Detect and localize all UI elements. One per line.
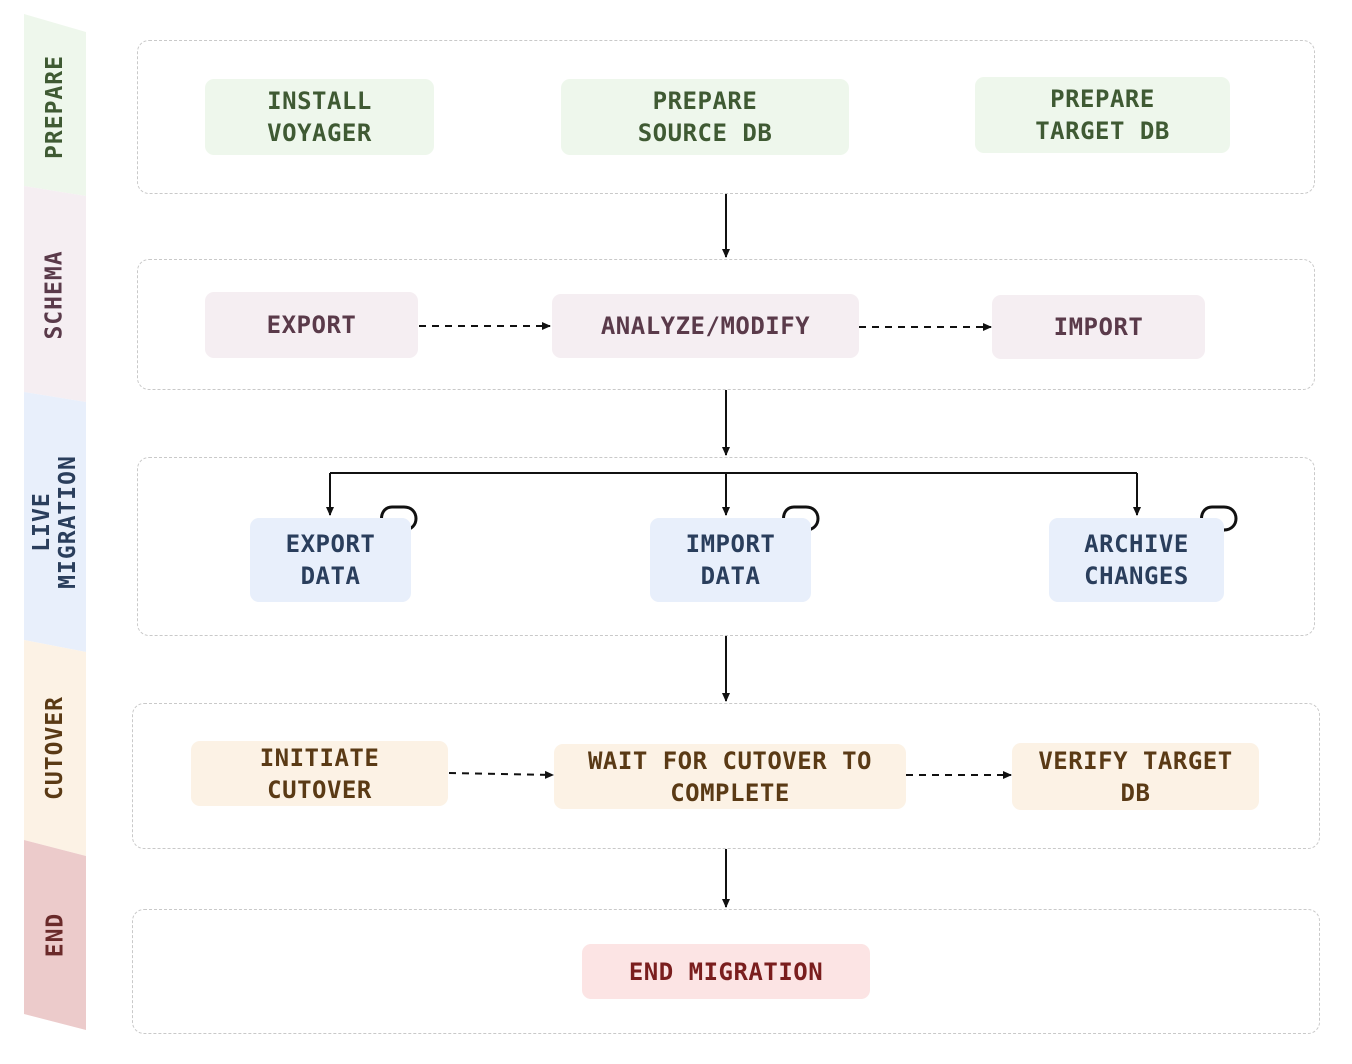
lane-band-live	[24, 392, 86, 652]
node-export[interactable]: EXPORT	[205, 292, 418, 358]
lane-band-prepare	[24, 14, 86, 196]
node-export-data[interactable]: EXPORT DATA	[250, 518, 411, 602]
node-wait-for-cutover[interactable]: WAIT FOR CUTOVER TO COMPLETE	[554, 744, 906, 809]
lane-band-cutover	[24, 640, 86, 856]
node-prepare-source-db[interactable]: PREPARE SOURCE DB	[561, 79, 849, 155]
group-schema	[137, 259, 1315, 390]
node-analyze-modify[interactable]: ANALYZE/MODIFY	[552, 294, 859, 358]
group-cutover	[132, 703, 1320, 849]
node-prepare-target-db[interactable]: PREPARE TARGET DB	[975, 77, 1230, 153]
node-verify-target-db[interactable]: VERIFY TARGET DB	[1012, 743, 1259, 810]
node-install-voyager[interactable]: INSTALL VOYAGER	[205, 79, 434, 155]
node-end-migration[interactable]: END MIGRATION	[582, 944, 870, 999]
node-archive-changes[interactable]: ARCHIVE CHANGES	[1049, 518, 1224, 602]
group-end	[132, 909, 1320, 1034]
node-import-data[interactable]: IMPORT DATA	[650, 518, 811, 602]
node-import[interactable]: IMPORT	[992, 295, 1205, 359]
group-live-migration	[137, 457, 1315, 636]
edge-initiate-to-wait	[448, 770, 554, 779]
node-initiate-cutover[interactable]: INITIATE CUTOVER	[191, 741, 448, 806]
lane-band-schema	[24, 186, 86, 402]
lane-band-end	[24, 840, 86, 1030]
group-prepare	[137, 40, 1315, 194]
